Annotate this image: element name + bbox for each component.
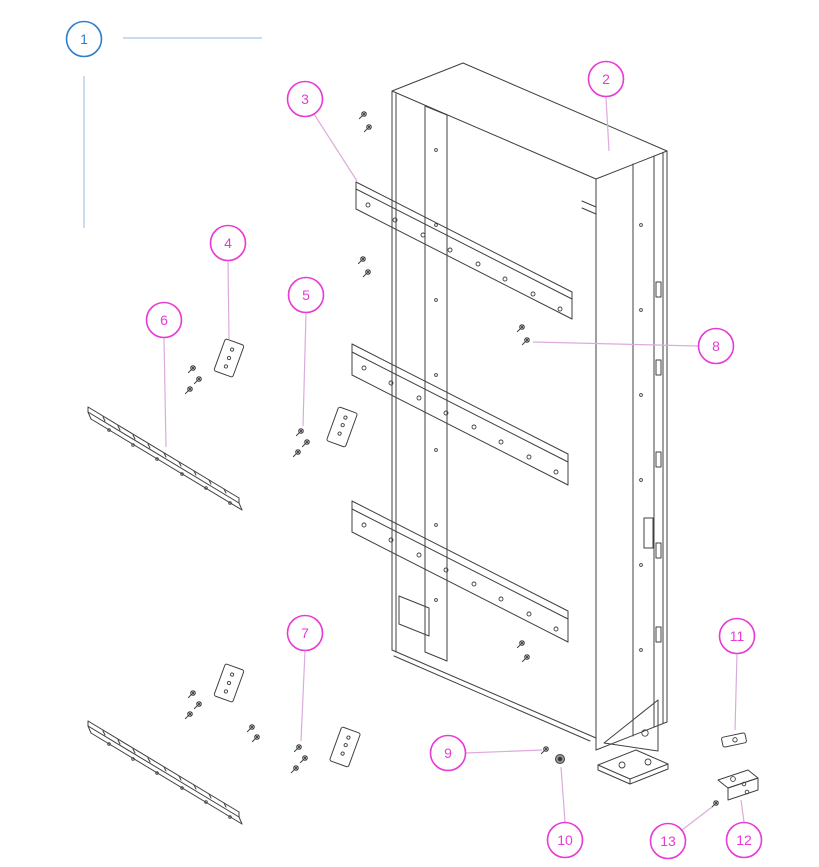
wall-rail-lower — [87, 720, 243, 825]
leader-line-2 — [605, 96, 610, 152]
callout-12[interactable]: 12 — [725, 821, 763, 859]
leader-line-9 — [465, 749, 543, 754]
callout-circle[interactable] — [286, 80, 324, 118]
panel-top-face — [391, 62, 668, 180]
callout-9[interactable]: 9 — [429, 734, 467, 772]
callout-circle[interactable] — [209, 224, 247, 262]
callout-circle[interactable] — [286, 614, 324, 652]
adapter-plate-upper — [326, 406, 358, 448]
leader-line-3 — [313, 113, 358, 182]
leader-line-11 — [734, 653, 738, 731]
leader-line-10 — [560, 766, 566, 823]
callout-number: 11 — [730, 628, 745, 644]
callout-10[interactable]: 10 — [546, 821, 584, 859]
callout-2[interactable]: 2 — [587, 60, 625, 98]
callout-circle[interactable] — [546, 821, 584, 859]
corner-gusset — [603, 699, 659, 752]
callout-number: 8 — [712, 338, 720, 354]
callout-number: 6 — [160, 312, 168, 328]
callout-circle[interactable] — [429, 734, 467, 772]
callout-1[interactable]: 1 — [65, 20, 103, 58]
panel-cutout — [398, 595, 430, 637]
mounting-rail-top — [355, 181, 573, 320]
callout-number: 13 — [660, 833, 676, 849]
callout-number: 5 — [302, 287, 310, 303]
callout-circle[interactable] — [65, 20, 103, 58]
mounting-rail-bottom — [351, 500, 569, 643]
callout-circle[interactable] — [287, 276, 325, 314]
callout-3[interactable]: 3 — [286, 80, 324, 118]
leader-line-4 — [227, 260, 230, 340]
callout-13[interactable]: 13 — [649, 822, 687, 860]
callout-number: 12 — [736, 832, 752, 848]
corner-bracket — [717, 769, 759, 801]
callout-number: 4 — [224, 235, 232, 251]
leader-line-7 — [300, 650, 306, 742]
spacer-plate-lower — [213, 663, 245, 703]
callout-8[interactable]: 8 — [697, 327, 735, 365]
leader-line-8 — [532, 341, 699, 347]
callout-number: 9 — [444, 745, 452, 761]
callout-number: 2 — [602, 71, 610, 87]
callout-number: 7 — [301, 625, 309, 641]
leader-line-6 — [163, 337, 167, 448]
grommet-foot — [555, 754, 565, 764]
retainer-clip — [721, 732, 747, 748]
cabinet-frame-panel — [391, 62, 669, 785]
adapter-plate-lower — [329, 726, 361, 768]
callout-11[interactable]: 11 — [718, 617, 756, 655]
callout-circle[interactable] — [718, 617, 756, 655]
callout-circle[interactable] — [587, 60, 625, 98]
callout-circle[interactable] — [725, 821, 763, 859]
leader-line-13 — [681, 806, 713, 831]
callout-number: 1 — [80, 31, 88, 47]
callout-4[interactable]: 4 — [209, 224, 247, 262]
callout-circle[interactable] — [649, 822, 687, 860]
callout-6[interactable]: 6 — [145, 301, 183, 339]
callout-number: 10 — [557, 832, 573, 848]
callout-5[interactable]: 5 — [287, 276, 325, 314]
spacer-plate-upper — [213, 338, 245, 378]
panel-screws — [357, 111, 549, 755]
leader-line-12 — [740, 799, 745, 823]
wall-rail-upper — [87, 406, 243, 511]
leader-line-5 — [302, 312, 307, 427]
callout-circle[interactable] — [697, 327, 735, 365]
callout-7[interactable]: 7 — [286, 614, 324, 652]
mounting-rail-middle — [351, 343, 569, 486]
callout-number: 3 — [301, 91, 309, 107]
callout-circle[interactable] — [145, 301, 183, 339]
